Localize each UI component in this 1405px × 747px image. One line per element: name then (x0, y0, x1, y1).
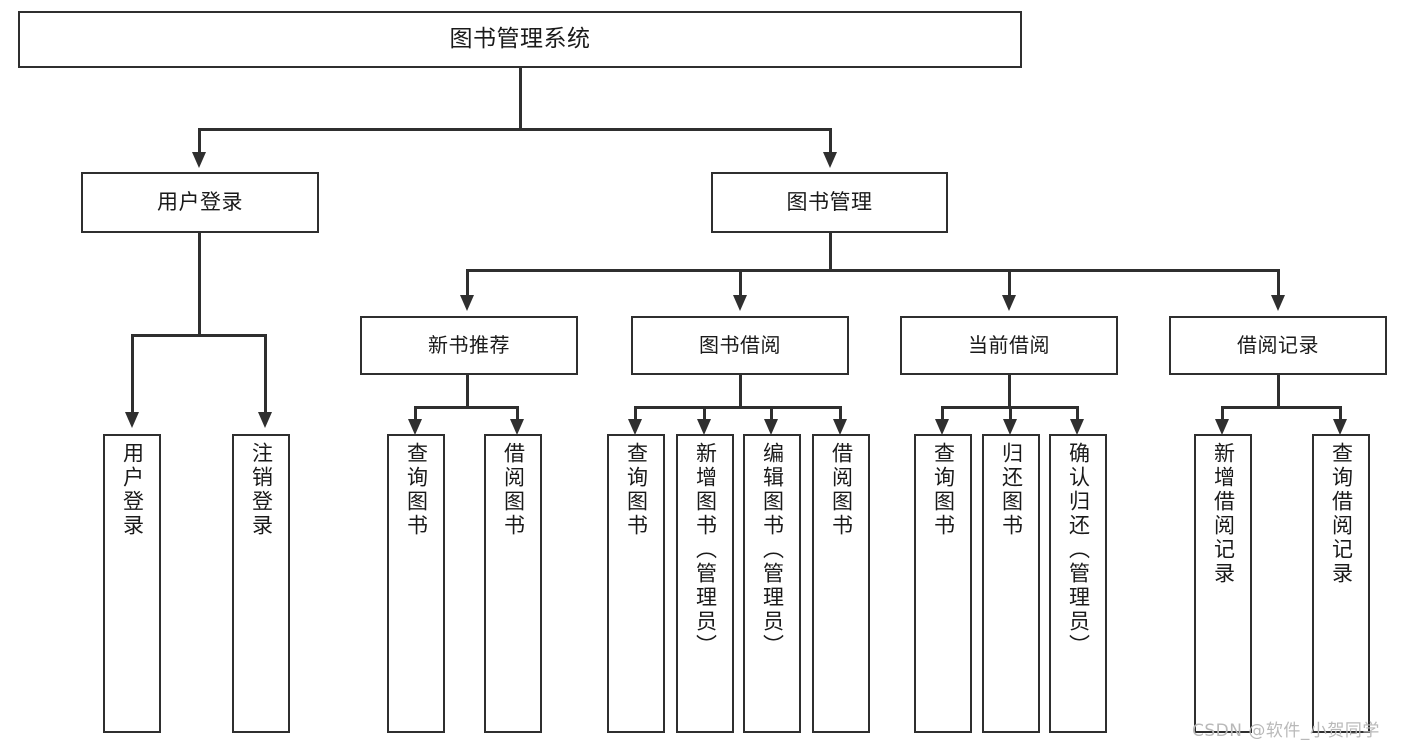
connector-to-book-borrow (739, 269, 742, 295)
node-current-borrow[interactable]: 当前借阅 (900, 316, 1118, 375)
arrowhead-to-new-book (460, 295, 474, 311)
node-label: 借阅图书 (501, 442, 526, 538)
connector-borrow-record-stem (1277, 375, 1280, 409)
connector-to-new-book (466, 269, 469, 295)
node-label: 借阅记录 (1237, 333, 1319, 358)
node-label: 当前借阅 (968, 333, 1050, 358)
leaf-new-book-borrow-book[interactable]: 借阅图书 (484, 434, 542, 733)
connector-current-borrow-c3 (1076, 406, 1079, 419)
connector-borrow-record-c1 (1221, 406, 1224, 419)
node-borrow-record[interactable]: 借阅记录 (1169, 316, 1387, 375)
connector-book-borrow-c3 (770, 406, 773, 419)
arrowhead-root-to-book-management (823, 152, 837, 168)
leaf-book-borrow-borrow-book[interactable]: 借阅图书 (812, 434, 870, 733)
connector-to-current-borrow (1008, 269, 1011, 295)
leaf-current-borrow-query-book[interactable]: 查询图书 (914, 434, 972, 733)
connector-current-borrow-c2 (1009, 406, 1012, 419)
connector-new-book-c2 (516, 406, 519, 419)
connector-user-login-left (131, 334, 134, 412)
node-label: 查询借阅记录 (1329, 442, 1354, 586)
arrowhead-current-borrow-c1 (935, 419, 949, 435)
node-label: 图书借阅 (699, 333, 781, 358)
node-label: 用户登录 (157, 189, 243, 214)
leaf-user-login-logout[interactable]: 注销登录 (232, 434, 290, 733)
connector-book-borrow-c1 (634, 406, 637, 419)
arrowhead-user-login-left (125, 412, 139, 428)
connector-book-borrow-stem (739, 375, 742, 409)
node-label: 查询图书 (624, 442, 649, 538)
connector-book-borrow-c4 (839, 406, 842, 419)
arrowhead-user-login-right (258, 412, 272, 428)
arrowhead-book-borrow-c3 (764, 419, 778, 435)
leaf-book-borrow-add-book-admin[interactable]: 新增图书（管理员） (676, 434, 734, 733)
connector-user-login-right (264, 334, 267, 412)
node-label: 查询图书 (931, 442, 956, 538)
leaf-borrow-record-query-record[interactable]: 查询借阅记录 (1312, 434, 1370, 733)
connector-root-to-user-login (198, 128, 201, 152)
arrowhead-book-borrow-c4 (833, 419, 847, 435)
node-user-login[interactable]: 用户登录 (81, 172, 319, 233)
connector-book-borrow-c2 (703, 406, 706, 419)
node-label: 图书管理系统 (449, 25, 591, 52)
node-label: 新增图书（管理员） (693, 442, 718, 658)
connector-to-borrow-record (1277, 269, 1280, 295)
node-root-book-management-system[interactable]: 图书管理系统 (18, 11, 1022, 68)
arrowhead-book-borrow-c2 (697, 419, 711, 435)
node-label: 确认归还（管理员） (1066, 442, 1091, 658)
arrowhead-new-book-c1 (408, 419, 422, 435)
leaf-book-borrow-edit-book-admin[interactable]: 编辑图书（管理员） (743, 434, 801, 733)
leaf-current-borrow-confirm-return-admin[interactable]: 确认归还（管理员） (1049, 434, 1107, 733)
arrowhead-to-current-borrow (1002, 295, 1016, 311)
arrowhead-current-borrow-c2 (1003, 419, 1017, 435)
connector-root-bus (198, 128, 831, 131)
arrowhead-to-book-borrow (733, 295, 747, 311)
connector-level3-bus (466, 269, 1278, 272)
connector-new-book-stem (466, 375, 469, 409)
connector-book-management-stem (829, 233, 832, 271)
arrowhead-new-book-c2 (510, 419, 524, 435)
csdn-watermark: CSDN @软件_小贺同学 (1192, 721, 1380, 741)
leaf-current-borrow-return-book[interactable]: 归还图书 (982, 434, 1040, 733)
leaf-borrow-record-add-record[interactable]: 新增借阅记录 (1194, 434, 1252, 733)
arrowhead-current-borrow-c3 (1070, 419, 1084, 435)
connector-root-to-book-management (829, 128, 832, 152)
node-label: 查询图书 (404, 442, 429, 538)
node-label: 注销登录 (249, 442, 274, 538)
connector-borrow-record-bus (1221, 406, 1342, 409)
connector-current-borrow-stem (1008, 375, 1011, 409)
arrowhead-book-borrow-c1 (628, 419, 642, 435)
leaf-new-book-query-book[interactable]: 查询图书 (387, 434, 445, 733)
connector-current-borrow-c1 (941, 406, 944, 419)
connector-borrow-record-c2 (1339, 406, 1342, 419)
arrowhead-to-borrow-record (1271, 295, 1285, 311)
connector-new-book-bus (414, 406, 519, 409)
node-label: 用户登录 (120, 442, 145, 538)
leaf-user-login-login[interactable]: 用户登录 (103, 434, 161, 733)
node-label: 编辑图书（管理员） (760, 442, 785, 658)
node-new-book-recommend[interactable]: 新书推荐 (360, 316, 578, 375)
arrowhead-root-to-user-login (192, 152, 206, 168)
connector-new-book-c1 (414, 406, 417, 419)
node-label: 新增借阅记录 (1211, 442, 1236, 586)
connector-user-login-stem (198, 233, 201, 336)
node-book-borrow[interactable]: 图书借阅 (631, 316, 849, 375)
node-label: 新书推荐 (428, 333, 510, 358)
arrowhead-borrow-record-c1 (1215, 419, 1229, 435)
connector-user-login-bus (131, 334, 267, 337)
arrowhead-borrow-record-c2 (1333, 419, 1347, 435)
connector-book-borrow-bus (634, 406, 842, 409)
connector-root-stem (519, 68, 522, 130)
leaf-book-borrow-query-book[interactable]: 查询图书 (607, 434, 665, 733)
node-label: 图书管理 (786, 189, 873, 214)
node-label: 归还图书 (999, 442, 1024, 538)
node-label: 借阅图书 (829, 442, 854, 538)
node-book-management[interactable]: 图书管理 (711, 172, 948, 233)
